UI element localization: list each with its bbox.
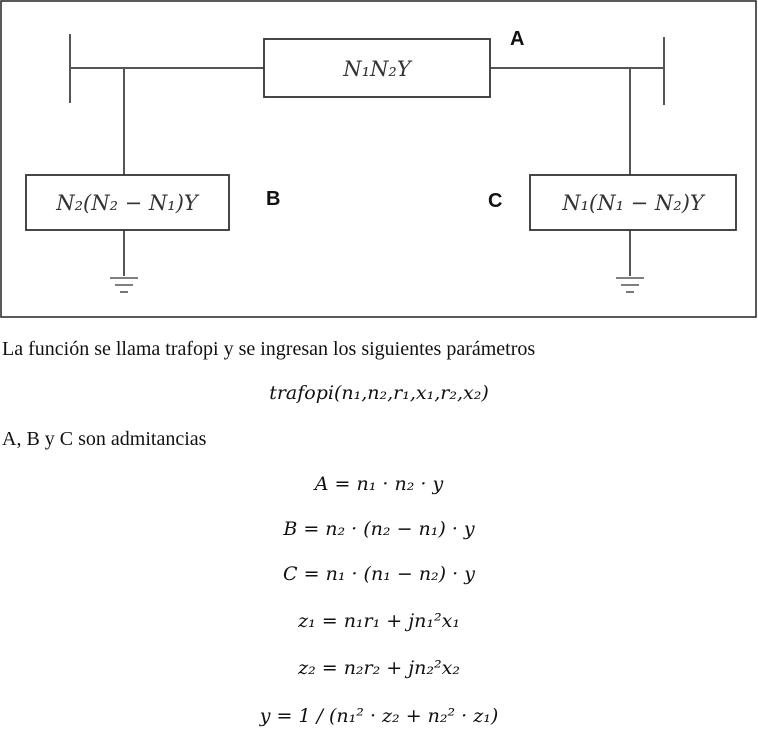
intro-text: La función se llama trafopi y se ingresa… bbox=[2, 338, 536, 360]
series-admittance-label: N₁N₂Y bbox=[342, 57, 413, 81]
left-shunt-label: N₂(N₂ − N₁)Y bbox=[55, 191, 200, 215]
pi-circuit-diagram: N₁N₂Y N₂(N₂ − N₁)Y N₁(N₁ − N₂)Y A B C bbox=[0, 0, 757, 318]
equation-c: C = n₁ · (n₁ − n₂) · y bbox=[0, 563, 758, 585]
equation-a-text: A = n₁ · n₂ · y bbox=[314, 473, 444, 495]
left-ground-icon bbox=[110, 277, 138, 293]
equation-y-text: y = 1 / (n₁² · z₂ + n₂² · z₁) bbox=[259, 705, 499, 727]
equation-a: A = n₁ · n₂ · y bbox=[0, 473, 758, 495]
function-signature-text: trafopi(n₁,n₂,r₁,x₁,r₂,x₂) bbox=[269, 382, 489, 404]
equation-z1: z₁ = n₁r₁ + jn₁²x₁ bbox=[0, 610, 758, 632]
admittance-note-text: A, B y C son admitancias bbox=[2, 428, 207, 450]
label-c: C bbox=[488, 190, 502, 212]
equation-c-text: C = n₁ · (n₁ − n₂) · y bbox=[283, 563, 475, 585]
equation-z2: z₂ = n₂r₂ + jn₂²x₂ bbox=[0, 657, 758, 679]
equation-y: y = 1 / (n₁² · z₂ + n₂² · z₁) bbox=[0, 705, 758, 727]
series-admittance-box bbox=[263, 38, 491, 98]
label-a: A bbox=[510, 28, 524, 50]
right-shunt-box bbox=[529, 174, 737, 231]
equation-b-text: B = n₂ · (n₂ − n₁) · y bbox=[283, 518, 475, 540]
left-shunt-box bbox=[25, 174, 230, 231]
equation-b: B = n₂ · (n₂ − n₁) · y bbox=[0, 518, 758, 540]
admittance-note: A, B y C son admitancias bbox=[2, 428, 206, 451]
function-signature: trafopi(n₁,n₂,r₁,x₁,r₂,x₂) bbox=[0, 382, 758, 404]
label-b: B bbox=[266, 188, 280, 210]
right-ground-icon bbox=[616, 277, 644, 293]
right-shunt-label: N₁(N₁ − N₂)Y bbox=[561, 191, 706, 215]
equation-z1-text: z₁ = n₁r₁ + jn₁²x₁ bbox=[298, 610, 460, 632]
equation-z2-text: z₂ = n₂r₂ + jn₂²x₂ bbox=[298, 657, 460, 679]
